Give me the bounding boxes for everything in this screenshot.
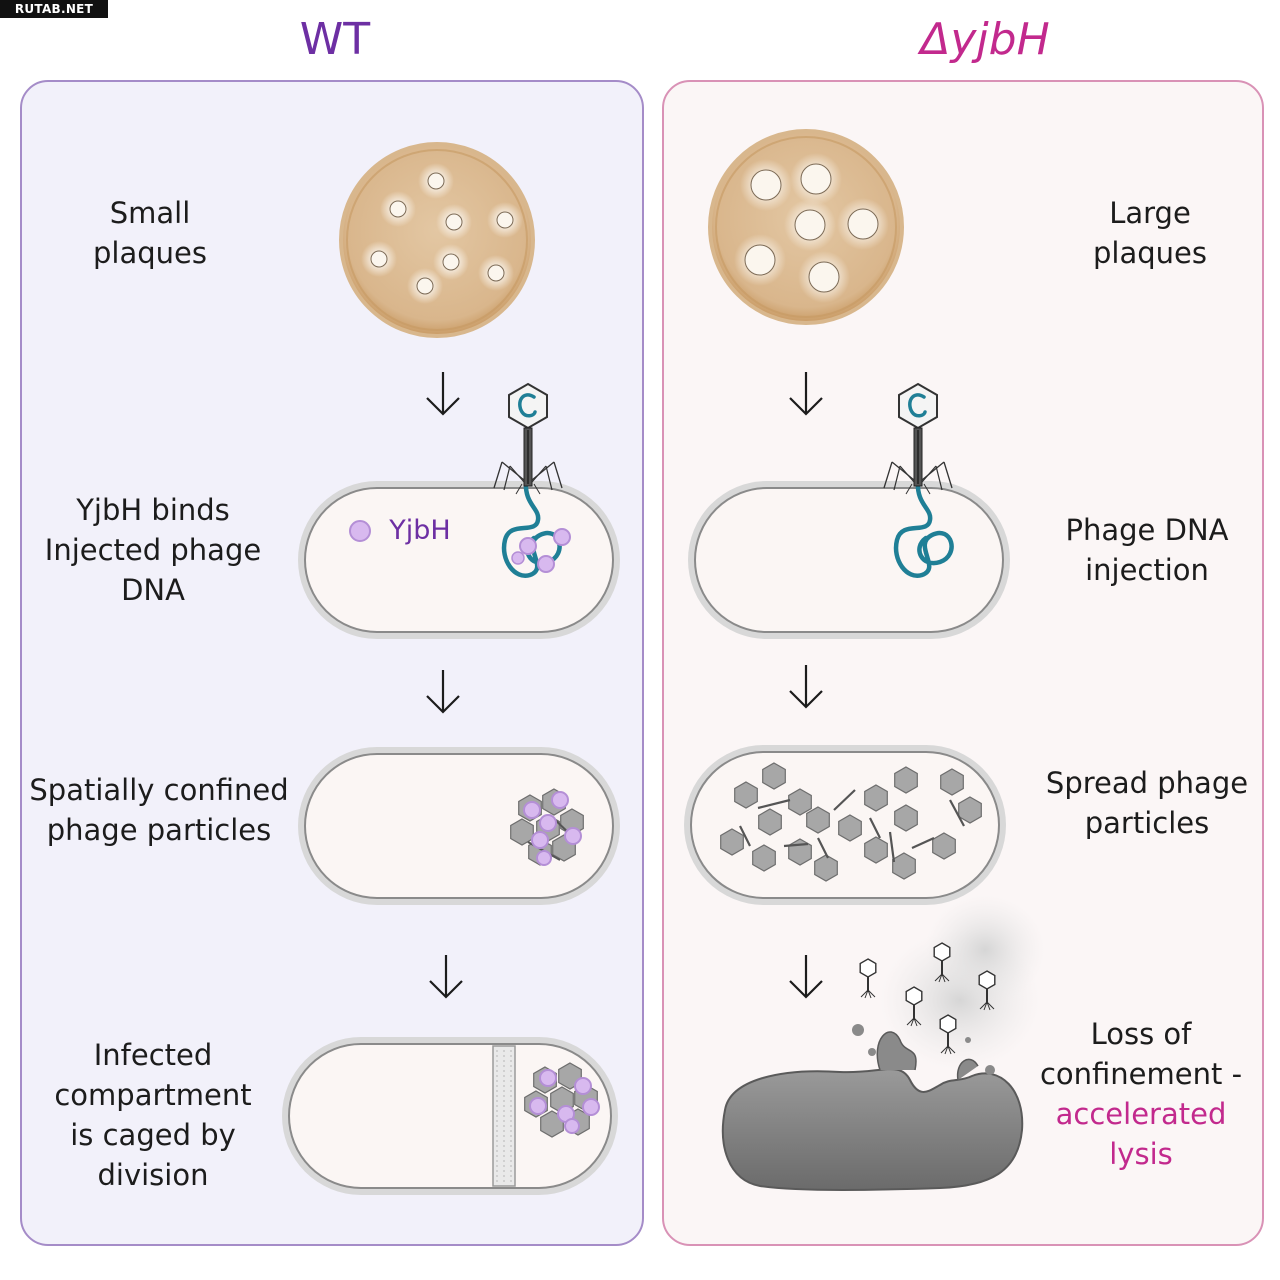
large-plaques-label: Large plaques <box>1093 196 1207 270</box>
mutant-cell-injection <box>688 477 1010 639</box>
bacteriophage-icon <box>882 382 954 496</box>
phage-dna-injection-label: Phage DNA injection <box>1065 513 1229 587</box>
spread-particle-scatter <box>720 762 982 882</box>
spatially-confined-label: Spatially confined phage particles <box>29 773 289 847</box>
caged-particle-cluster <box>524 1062 600 1138</box>
down-arrow-icon <box>428 953 464 999</box>
small-plaques-label: Small plaques <box>93 196 207 270</box>
caged-compartment-label: Infected compartment is caged by divisio… <box>54 1038 252 1192</box>
down-arrow-icon <box>788 370 824 416</box>
yjbh-label: YjbH <box>389 515 451 546</box>
wt-petri-dish-icon <box>339 142 535 338</box>
watermark: RUTAB.NET <box>0 0 108 18</box>
wt-cell-divided <box>282 1037 618 1195</box>
down-arrow-icon <box>425 370 461 416</box>
spread-phage-label: Spread phage particles <box>1045 766 1249 840</box>
large-plaque-icons <box>734 153 889 303</box>
mutant-petri-dish-icon <box>708 129 904 325</box>
wt-column-title: WT <box>299 14 371 65</box>
lysed-cell-icon <box>721 895 1045 1191</box>
loss-of-confinement-label: Loss of confinement - accelerated lysis <box>1039 1017 1243 1171</box>
yjbh-binds-label: YjbH binds Injected phage DNA <box>44 493 262 607</box>
wt-cell-binding <box>298 477 620 639</box>
yjbh-protein-icon <box>349 520 371 542</box>
phage-dna-icon <box>893 477 954 578</box>
down-arrow-icon <box>425 668 461 714</box>
mutant-cell-spread <box>684 745 1006 905</box>
down-arrow-icon <box>788 663 824 709</box>
mutant-column-title: ΔyjbH <box>920 14 1050 65</box>
small-plaque-icons <box>361 163 523 304</box>
confined-particle-cluster <box>510 788 584 866</box>
down-arrow-icon <box>788 953 824 999</box>
bacteriophage-icon <box>492 382 564 496</box>
wt-cell-confined <box>298 747 620 905</box>
